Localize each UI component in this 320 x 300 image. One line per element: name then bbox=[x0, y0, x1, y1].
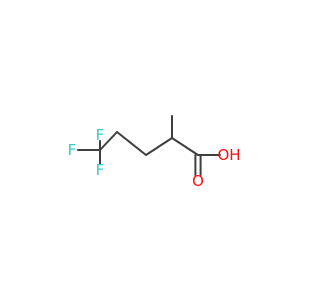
atom-label-f2: F bbox=[96, 161, 105, 179]
atom-label-f1: F bbox=[68, 141, 77, 159]
atom-label-o1: O bbox=[192, 172, 204, 190]
bond-c4-c3 bbox=[116, 131, 147, 156]
bond-layer bbox=[77, 115, 221, 176]
atom-label-f3: F bbox=[96, 126, 105, 144]
bond-c5-c4 bbox=[99, 131, 118, 151]
atom-label-o2: OH bbox=[217, 146, 240, 164]
bond-c2-c1 bbox=[171, 137, 199, 156]
bond-c3-c2 bbox=[145, 137, 173, 156]
